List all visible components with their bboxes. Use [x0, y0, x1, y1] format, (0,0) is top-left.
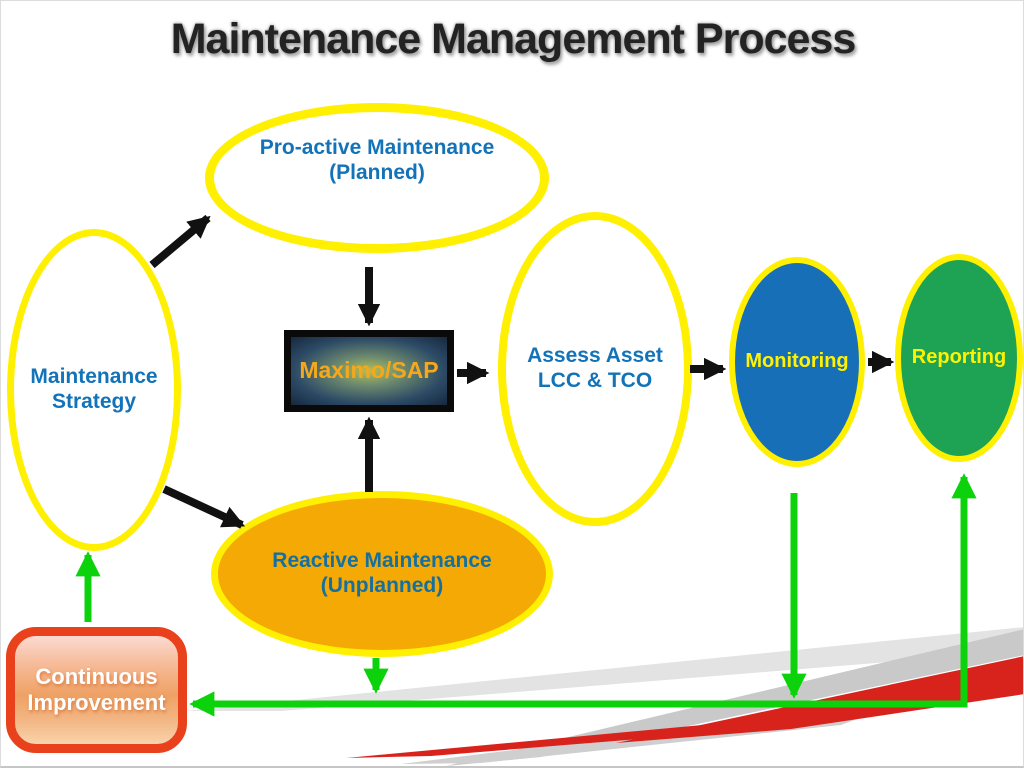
arrow-strategy-to-reactive [162, 485, 246, 529]
page-title: Maintenance Management Process [170, 15, 857, 63]
node-maintenance-strategy: Maintenance Strategy [7, 229, 181, 551]
swoosh-gray-tail [401, 701, 906, 764]
swoosh-red-main [616, 656, 1023, 743]
reactive-label-line2: (Unplanned) [320, 574, 444, 597]
node-reporting: Reporting [895, 254, 1023, 462]
proactive-label-line2: (Planned) [329, 160, 425, 184]
maximo-label: Maximo/SAP [299, 357, 439, 384]
ci-label-line2: Improvement [27, 690, 166, 715]
arrow-strategy-to-proactive [149, 214, 211, 269]
node-proactive-maintenance: Pro-active Maintenance (Planned) [205, 103, 549, 253]
reporting-label: Reporting [911, 346, 1007, 369]
proactive-label-line1: Pro-active Maintenance [259, 136, 495, 159]
swoosh-red-thin [346, 714, 821, 758]
assess-label-line1: Assess Asset [527, 344, 663, 368]
assess-label-line2: LCC & TCO [537, 369, 653, 392]
monitoring-label: Monitoring [745, 350, 849, 373]
node-assess-asset: Assess Asset LCC & TCO [498, 212, 692, 526]
node-monitoring: Monitoring [729, 257, 865, 467]
ci-label-line1: Continuous [35, 664, 158, 690]
reactive-label-line1: Reactive Maintenance [272, 549, 492, 573]
strategy-label-line2: Strategy [51, 390, 137, 413]
swoosh-mid-gray [446, 629, 1023, 766]
node-continuous-improvement: Continuous Improvement [6, 627, 187, 753]
strategy-label-line1: Maintenance [30, 365, 158, 389]
node-reactive-maintenance: Reactive Maintenance (Unplanned) [211, 491, 553, 657]
node-maximo-sap: Maximo/SAP [284, 330, 454, 412]
